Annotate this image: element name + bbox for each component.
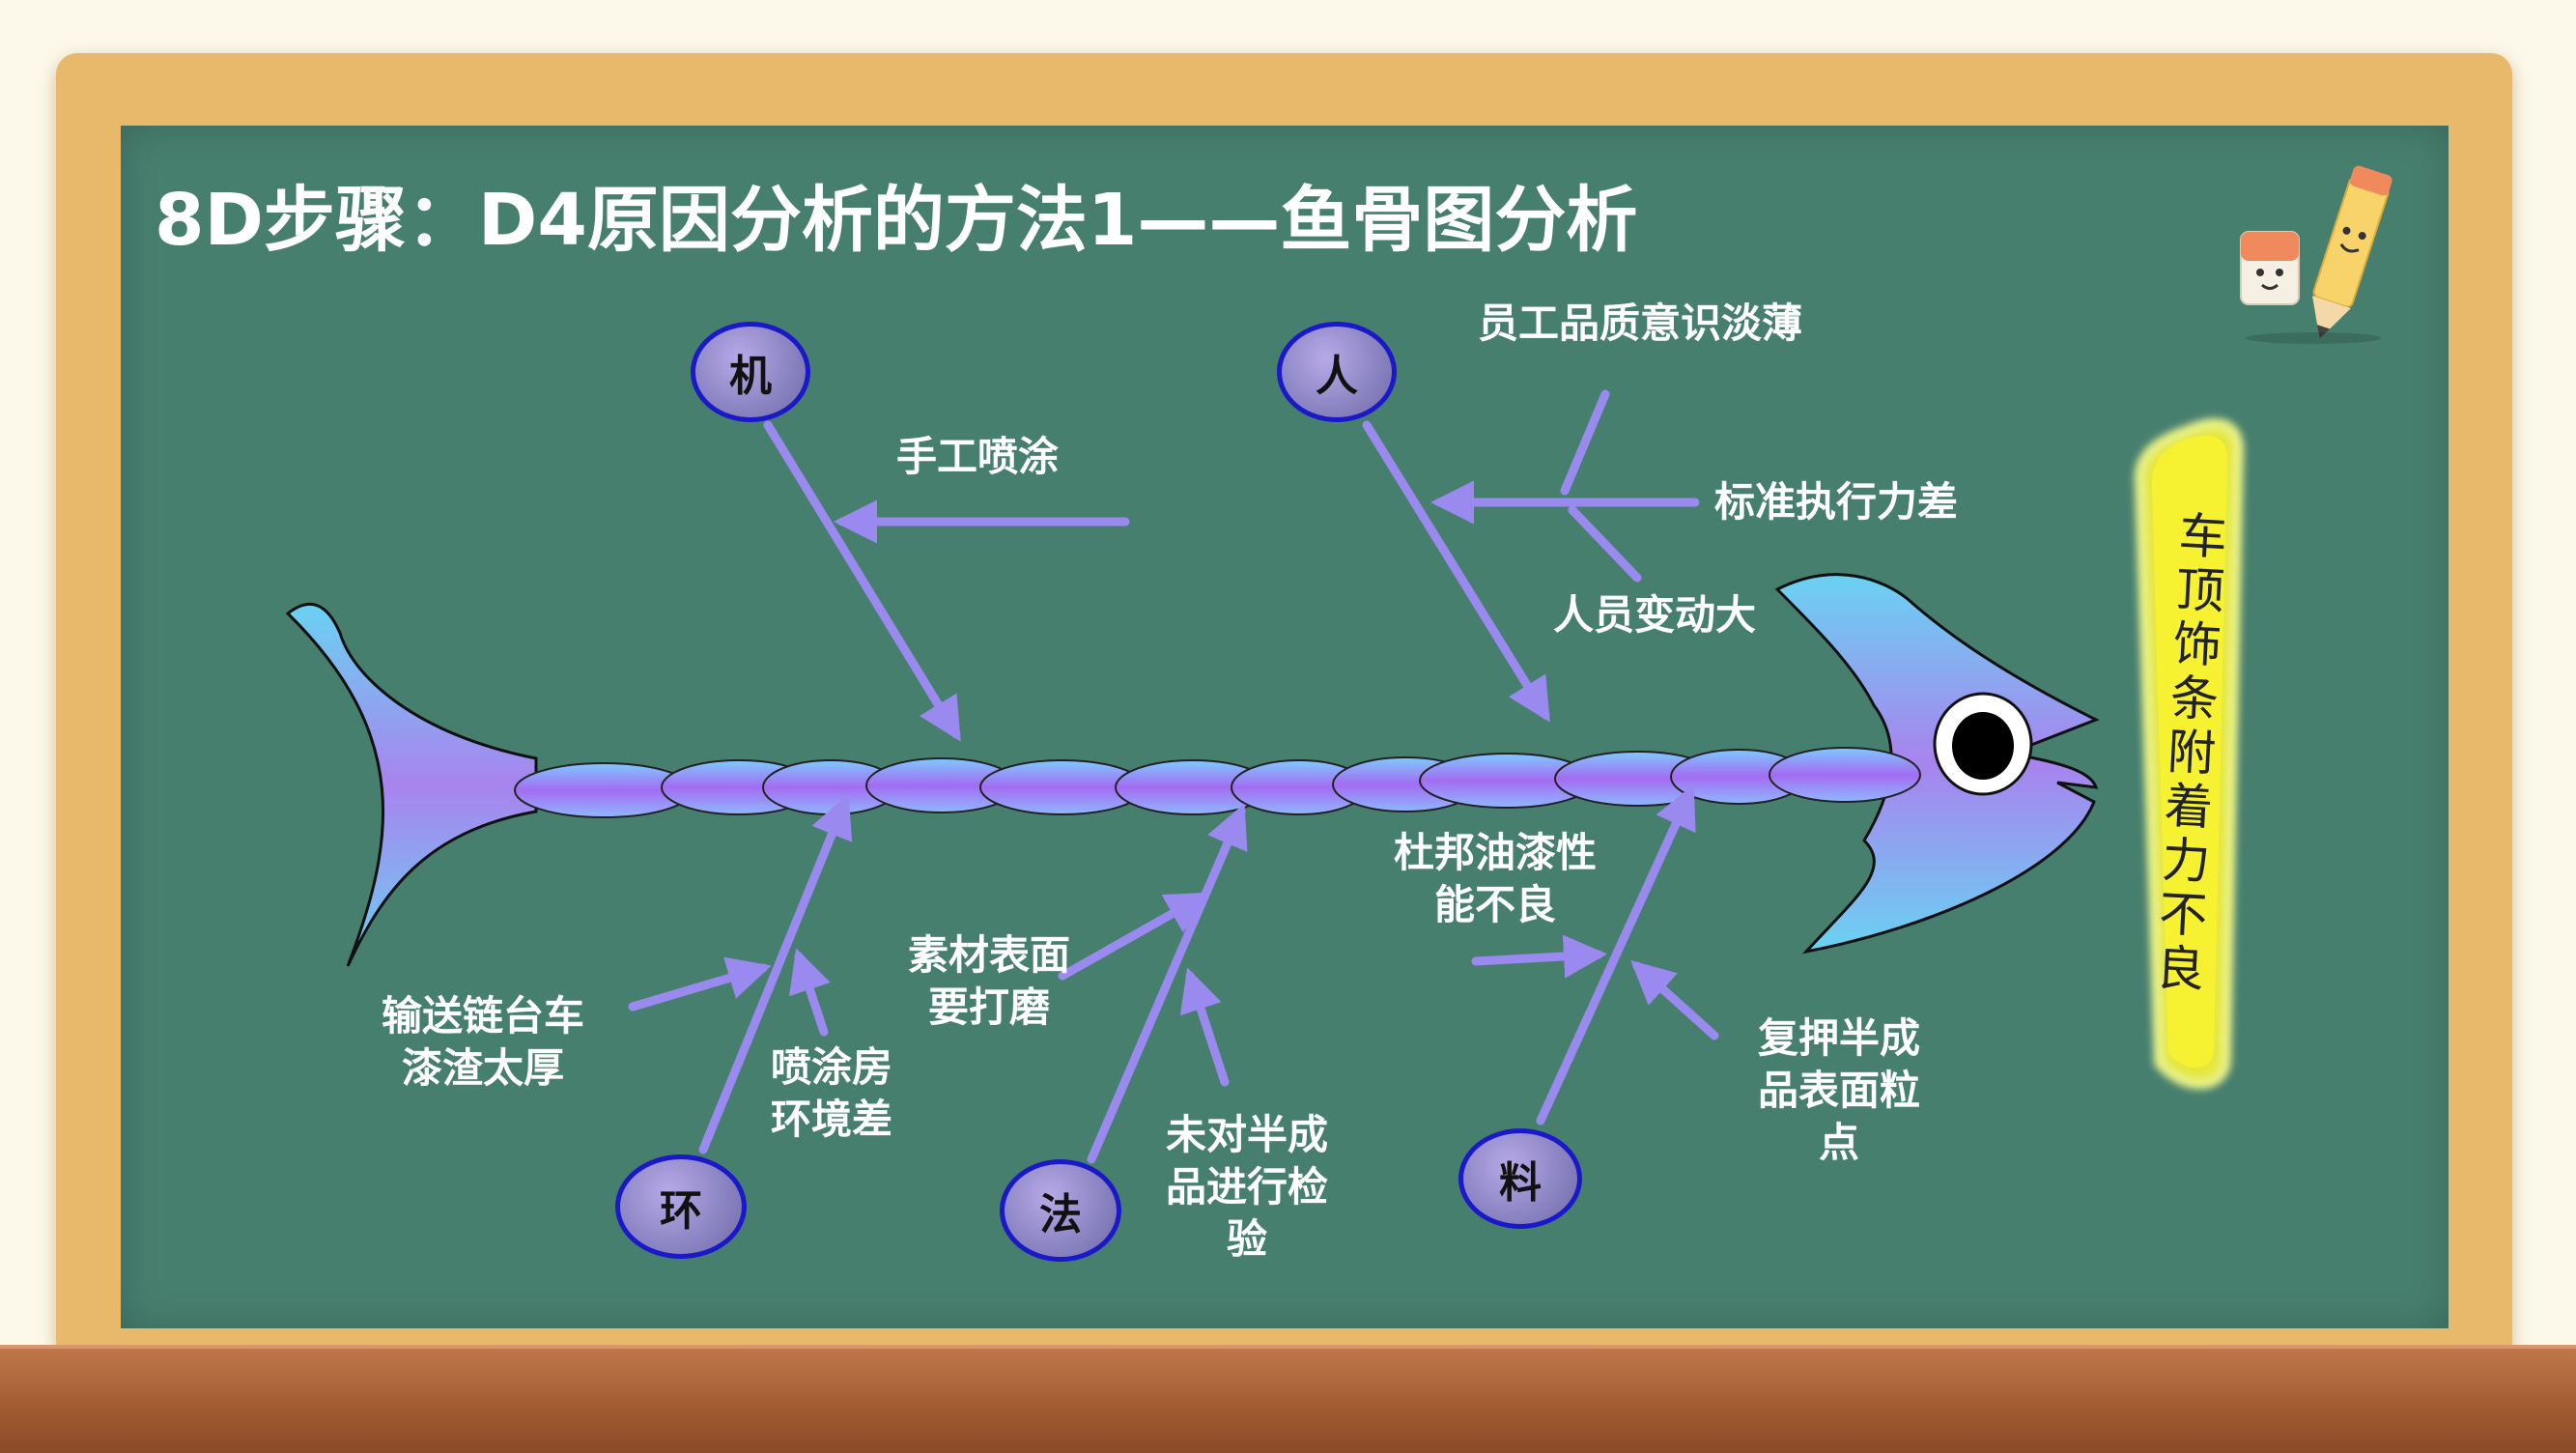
cause-quality-awareness: 员工品质意识淡薄 <box>1478 299 1803 347</box>
category-environment: 环 <box>615 1154 747 1259</box>
fish-tail <box>285 602 538 967</box>
category-material: 料 <box>1458 1128 1582 1229</box>
sub-bone-dupont-paint <box>1471 934 1607 979</box>
bone-environment <box>698 793 853 1154</box>
cause-surface-sanding: 素材表面 要打磨 <box>908 931 1071 1031</box>
cause-conveyor-residue: 输送链台车 漆渣太厚 <box>382 992 585 1092</box>
bone-material <box>1536 783 1696 1125</box>
fish-spine <box>514 747 1921 818</box>
sub-bone-staff-turnover <box>1568 505 1642 583</box>
sub-bone-conveyor <box>628 956 772 1011</box>
bone-machine <box>763 420 961 742</box>
sub-bone-no-inspection <box>1179 967 1230 1087</box>
bone-man <box>1362 420 1550 723</box>
cause-staff-turnover: 人员变动大 <box>1553 591 1757 639</box>
effect-box: 车顶饰条附着力不良 <box>2139 425 2236 1082</box>
sub-bone-quality-awareness <box>1560 389 1610 496</box>
page-title: 8D步骤：D4原因分析的方法1——鱼骨图分析 <box>155 179 1638 262</box>
sub-bone-particles <box>1630 959 1719 1040</box>
cause-standard-execution: 标准执行力差 <box>1714 478 1959 526</box>
category-machine: 机 <box>691 322 810 422</box>
cause-particles: 复押半成 品表面粒 点 <box>1758 1014 1921 1166</box>
cause-dupont-paint: 杜邦油漆性 能不良 <box>1394 829 1598 928</box>
sub-bone-spray-booth <box>789 948 831 1037</box>
chalk-ledge <box>0 1345 2576 1453</box>
category-man: 人 <box>1277 322 1397 422</box>
cause-spray-booth: 喷涂房 环境差 <box>771 1043 893 1143</box>
bone-method <box>1087 803 1248 1164</box>
cause-manual-spray: 手工喷涂 <box>896 433 1060 480</box>
effect-highlight-core <box>2151 436 2228 1068</box>
effect-label: 车顶饰条附着力不良 <box>2146 508 2229 999</box>
fish-eye <box>1952 712 2014 780</box>
fish-head <box>1774 573 2100 954</box>
eraser-pencil-mascot-icon <box>2240 165 2392 344</box>
category-method: 法 <box>1000 1159 1121 1262</box>
cause-no-inspection: 未对半成 品进行检 验 <box>1166 1111 1329 1263</box>
sub-bone-surface-sanding <box>1058 892 1210 981</box>
